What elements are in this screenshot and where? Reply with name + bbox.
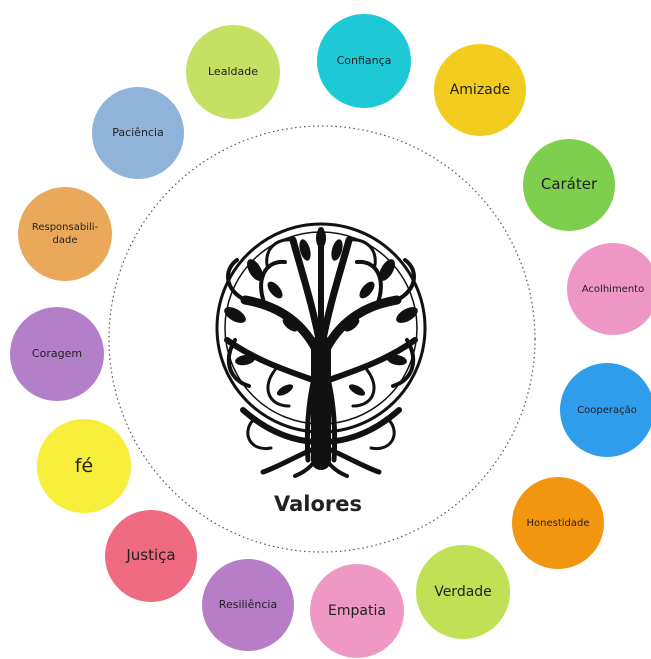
value-justica: Justiça: [105, 510, 197, 602]
value-amizade: Amizade: [434, 44, 526, 136]
value-confianca: Confiança: [317, 14, 411, 108]
value-carater: Caráter: [523, 139, 615, 231]
tree-of-life-icon: [215, 222, 427, 478]
value-cooperacao: Cooperação: [560, 363, 651, 457]
value-lealdade: Lealdade: [186, 25, 280, 119]
center-title: Valores: [274, 492, 362, 516]
value-paciencia: Paciência: [92, 87, 184, 179]
value-coragem: Coragem: [10, 307, 104, 401]
value-honestidade: Honestidade: [512, 477, 604, 569]
value-resiliencia: Resiliência: [202, 559, 294, 651]
value-acolhimento: Acolhimento: [567, 243, 651, 335]
value-responsabilidade: Responsabili- dade: [18, 187, 112, 281]
value-verdade: Verdade: [416, 545, 510, 639]
value-empatia: Empatia: [310, 564, 404, 658]
value-fe: fé: [37, 419, 131, 513]
